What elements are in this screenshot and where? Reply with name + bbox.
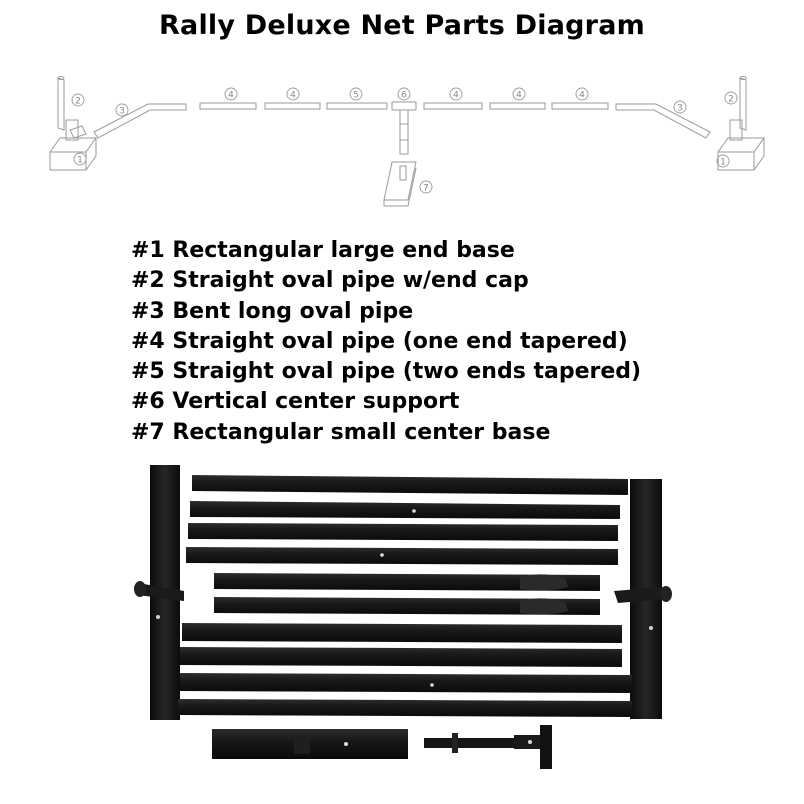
- photo-bent-pipe-2: [214, 597, 600, 615]
- photo-pipe-7: [180, 673, 632, 693]
- photo-pipe-1: [192, 475, 628, 495]
- photo-center-support: [424, 725, 552, 769]
- photo-pipe-6: [180, 647, 622, 667]
- left-bent-pipe-sketch: [93, 103, 187, 139]
- svg-text:4: 4: [453, 91, 459, 101]
- svg-text:4: 4: [579, 91, 585, 101]
- svg-text:4: 4: [516, 91, 522, 101]
- svg-text:6: 6: [401, 91, 407, 101]
- photo-pipe-2: [190, 501, 620, 519]
- svg-text:2: 2: [75, 97, 81, 107]
- legend-item-4: #4 Straight oval pipe (one end tapered): [131, 328, 628, 354]
- legend-item-6: #6 Vertical center support: [131, 389, 460, 415]
- marker-2: 2: [724, 91, 738, 105]
- photo-left-end-base: [134, 465, 184, 720]
- photo-bent-pipe-1: [214, 573, 600, 591]
- marker-4: 4: [224, 87, 238, 101]
- svg-text:7: 7: [423, 184, 429, 194]
- photo-pipe-5: [182, 623, 622, 643]
- marker-3: 3: [115, 103, 129, 117]
- pipe-4-a-sketch: [199, 102, 257, 110]
- marker-1: 1: [73, 152, 87, 166]
- photo-center-base: [212, 729, 408, 759]
- legend-item-1: #1 Rectangular large end base: [131, 238, 515, 263]
- marker-5: 5: [349, 87, 363, 101]
- svg-text:1: 1: [720, 158, 726, 168]
- parts-legend: #1 Rectangular large end base #2 Straigh…: [131, 236, 641, 448]
- photo-pipe-3: [188, 523, 618, 541]
- svg-text:1: 1: [77, 156, 83, 166]
- left-post-sketch: [57, 76, 65, 131]
- marker-2: 2: [71, 93, 85, 107]
- marker-4: 4: [512, 87, 526, 101]
- marker-4: 4: [286, 87, 300, 101]
- page-title: Rally Deluxe Net Parts Diagram: [159, 10, 645, 41]
- svg-text:4: 4: [290, 91, 296, 101]
- svg-text:5: 5: [353, 91, 359, 101]
- pipe-4-d-sketch: [489, 102, 546, 110]
- svg-text:3: 3: [677, 104, 683, 114]
- center-support-sketch: [391, 101, 417, 155]
- legend-item-7: #7 Rectangular small center base: [131, 419, 551, 445]
- pipe-4-c-sketch: [423, 102, 483, 110]
- marker-4: 4: [575, 87, 589, 101]
- marker-7: 7: [419, 180, 433, 194]
- svg-text:2: 2: [728, 95, 734, 105]
- pipe-4-e-sketch: [551, 102, 609, 110]
- right-post-sketch: [739, 76, 747, 131]
- assembly-line-diagram: 2 1 3 4 4 5 6 4 4 4 3 2 1 7: [49, 76, 765, 207]
- photo-pipe-8: [178, 699, 632, 717]
- center-base-sketch: [383, 161, 417, 207]
- photo-right-end-base: [614, 479, 672, 719]
- svg-text:3: 3: [119, 107, 125, 117]
- parts-photo: [134, 465, 672, 769]
- marker-3: 3: [673, 100, 687, 114]
- right-bent-pipe-sketch: [615, 103, 711, 139]
- marker-6: 6: [397, 87, 411, 101]
- marker-4: 4: [449, 87, 463, 101]
- marker-1: 1: [716, 154, 730, 168]
- pipe-5-sketch: [326, 102, 388, 110]
- right-end-base-sketch: [717, 119, 765, 171]
- left-end-base-sketch: [49, 119, 97, 171]
- photo-pipe-4: [186, 547, 618, 565]
- legend-item-3: #3 Bent long oval pipe: [131, 298, 414, 324]
- pipe-4-b-sketch: [264, 102, 321, 110]
- legend-item-2: #2 Straight oval pipe w/end cap: [131, 268, 529, 294]
- legend-item-5: #5 Straight oval pipe (two ends tapered): [131, 359, 642, 385]
- svg-text:4: 4: [228, 91, 234, 101]
